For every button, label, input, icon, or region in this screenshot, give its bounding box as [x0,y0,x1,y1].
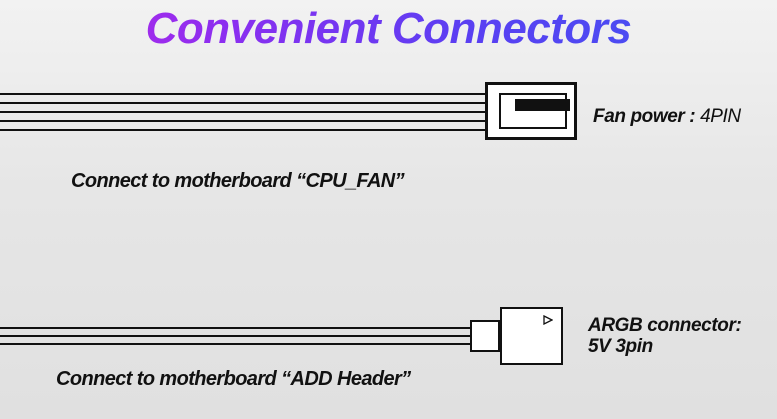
fan-wire [0,129,487,131]
cpu-fan-caption: Connect to motherboard “CPU_FAN” [71,170,405,192]
argb-wire [0,343,472,345]
argb-wire [0,327,472,329]
page-title: Convenient Connectors [0,4,777,54]
argb-wire [0,335,472,337]
fan-wire [0,111,487,113]
fan-wire [0,93,487,95]
fan-wire [0,120,487,122]
argb-label-line1: ARGB connector: [588,315,742,336]
fan-connector-latch [515,99,570,111]
fan-power-sep: : [684,106,701,127]
argb-label-line2: 5V 3pin [588,336,653,357]
argb-connector-icon [500,307,563,365]
argb-connector-label: ARGB connector: 5V 3pin [588,315,742,357]
argb-connector-collar [470,320,500,352]
triangle-marker-icon [543,315,553,325]
fan-wire [0,102,487,104]
fan-connector-housing [499,93,570,129]
fan-power-value: 4PIN [700,106,741,127]
fan-power-name: Fan power [593,106,685,127]
add-header-caption: Connect to motherboard “ADD Header” [56,368,411,390]
fan-connector-icon [485,82,577,140]
fan-power-label: Fan power : 4PIN [593,106,741,128]
